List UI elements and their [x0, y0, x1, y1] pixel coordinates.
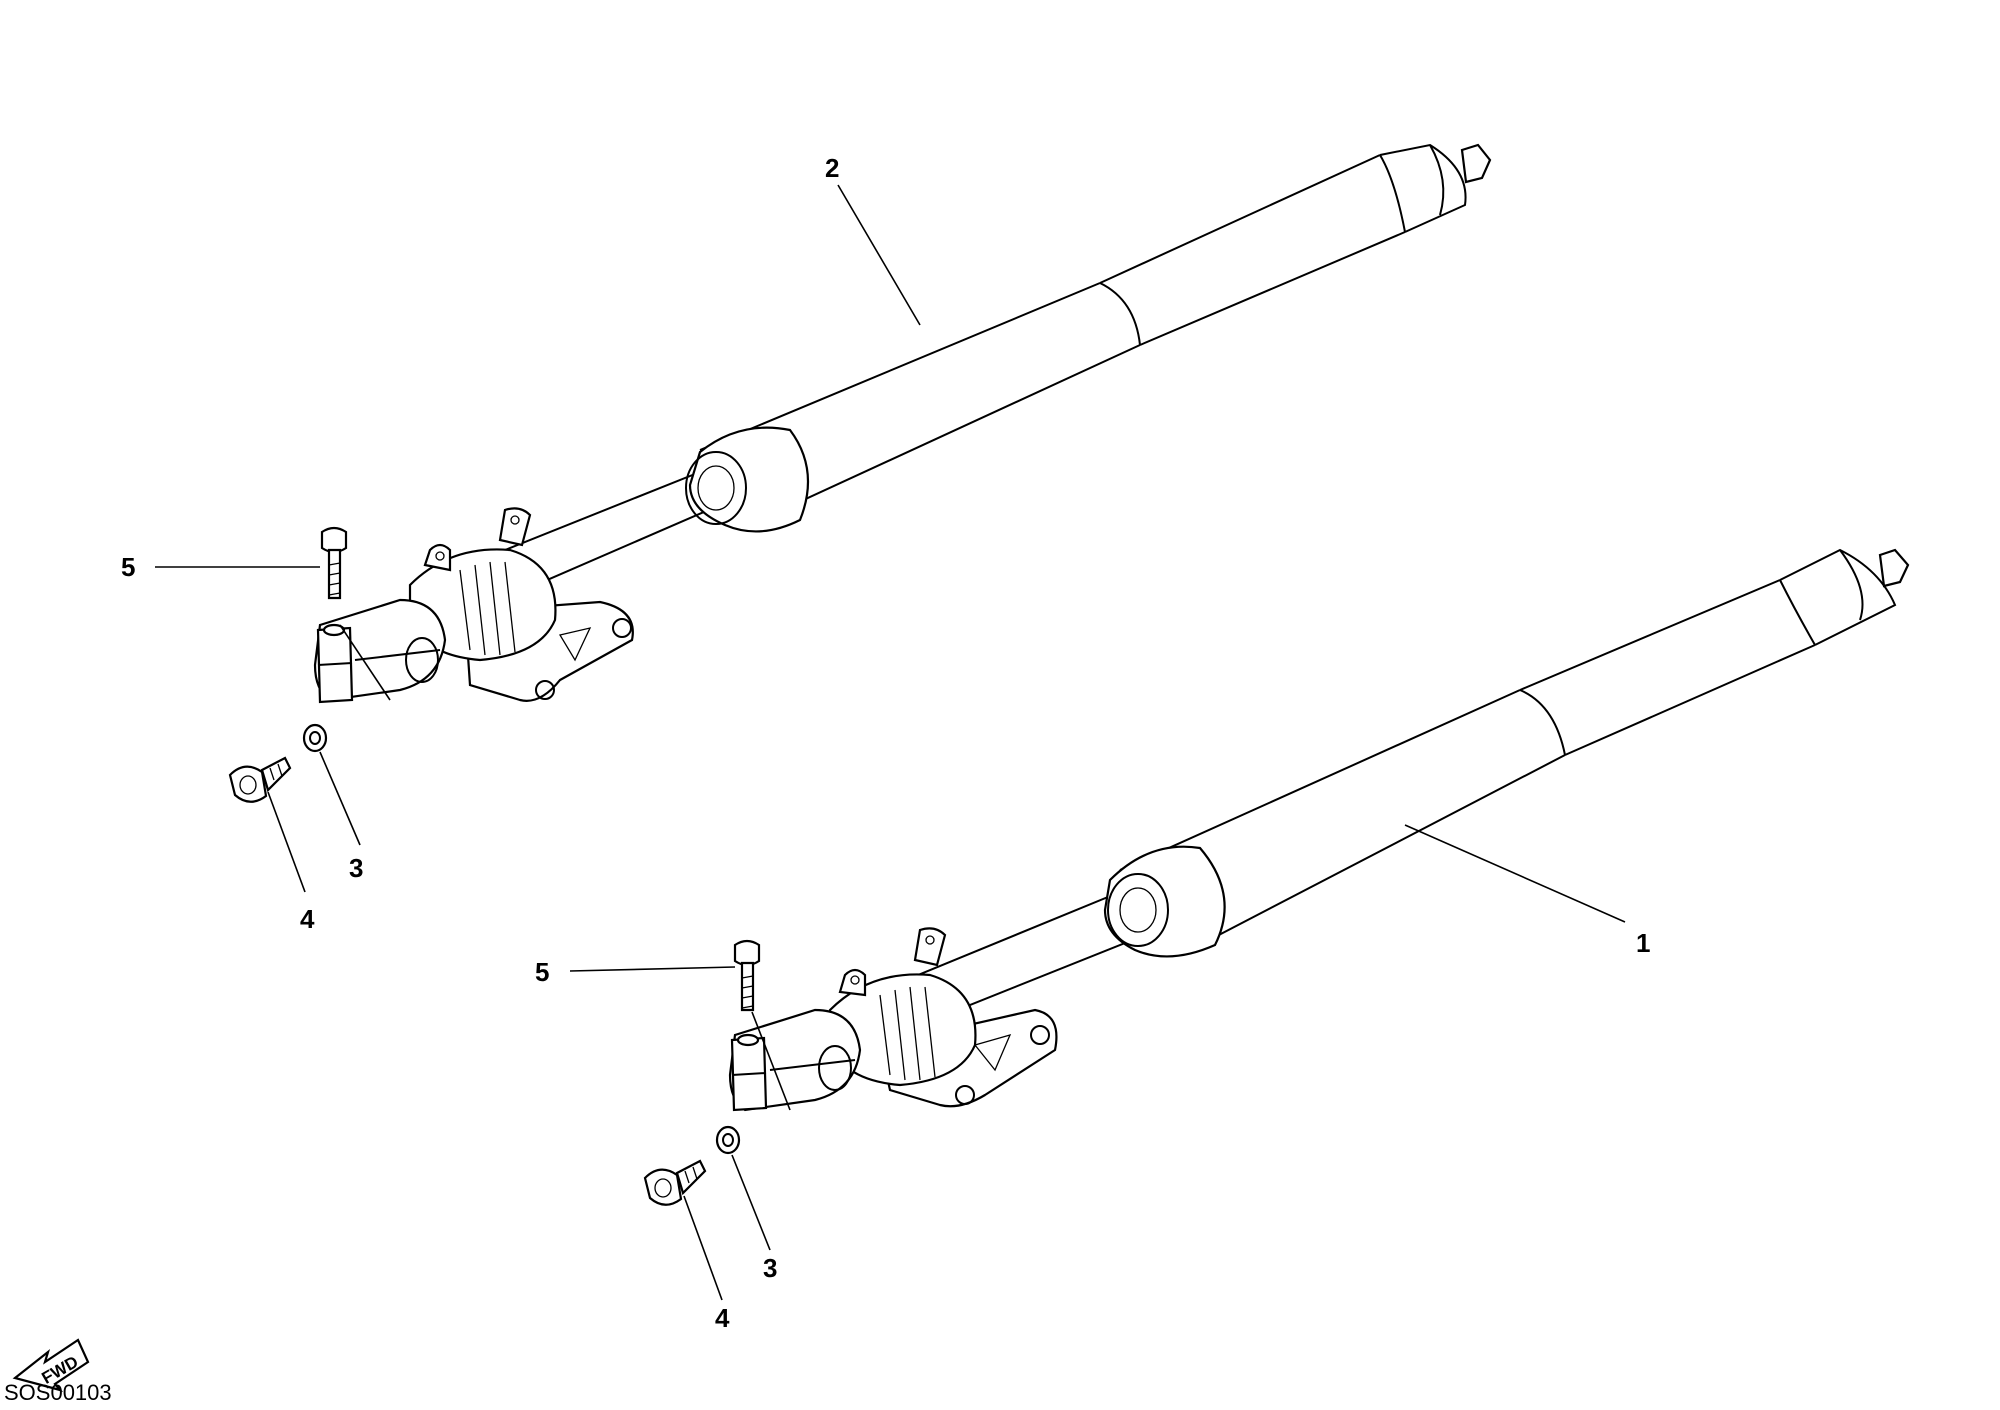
leader-lines — [155, 184, 1626, 1301]
washer-left — [302, 723, 328, 753]
fork-leg-left — [313, 143, 1492, 704]
bolt-left — [320, 526, 348, 600]
bolt-right — [733, 939, 761, 1012]
callout-bolt-left: 5 — [121, 552, 135, 582]
screw-left — [228, 756, 292, 803]
callout-fork-right: 1 — [1636, 928, 1650, 958]
screw-right — [643, 1159, 707, 1206]
callout-screw-left: 4 — [300, 904, 315, 934]
forward-arrow-icon: FWD — [12, 1338, 90, 1392]
fork-leg-right — [728, 548, 1910, 1112]
callout-bolt-right: 5 — [535, 957, 549, 987]
drawing-code: SOS00103 — [4, 1380, 112, 1405]
callout-screw-right: 4 — [715, 1303, 730, 1333]
callout-washer-left: 3 — [349, 853, 363, 883]
callout-fork-left: 2 — [825, 153, 839, 183]
washer-right — [715, 1125, 741, 1155]
callout-washer-right: 3 — [763, 1253, 777, 1283]
